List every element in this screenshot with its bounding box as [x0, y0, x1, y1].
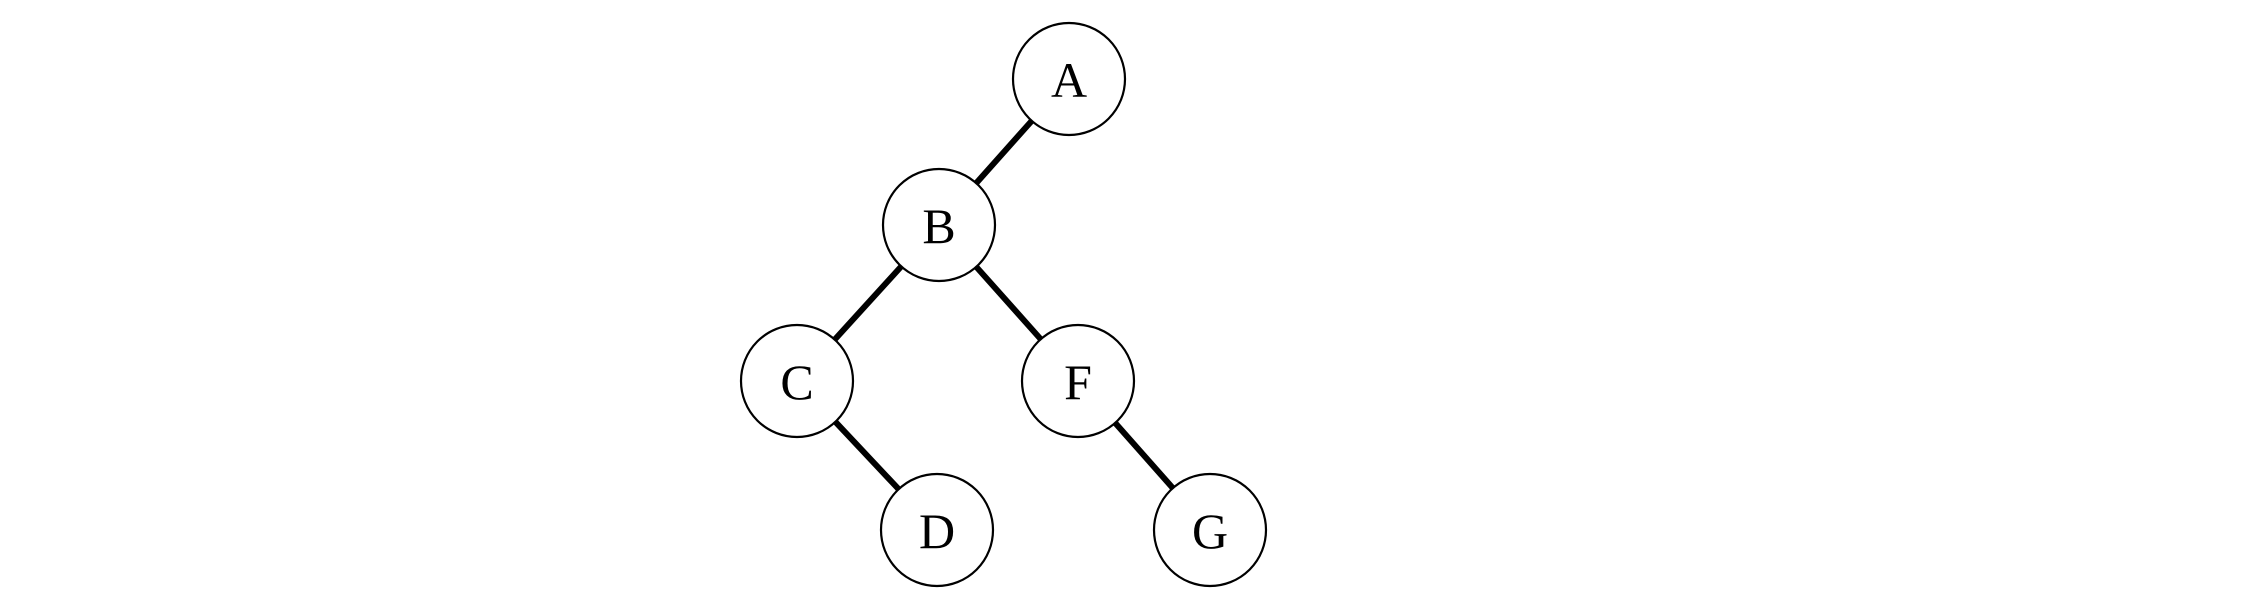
node-label-b: B: [922, 198, 955, 254]
node-label-g: G: [1192, 503, 1228, 559]
tree-node-a[interactable]: A: [1011, 21, 1127, 137]
node-layer: A B C F D G: [739, 21, 1268, 588]
node-circle-f[interactable]: [1020, 323, 1136, 439]
tree-node-f[interactable]: F: [1020, 323, 1136, 439]
node-label-f: F: [1064, 354, 1092, 410]
tree-edge-a-b: [973, 118, 1035, 186]
node-circle-c[interactable]: [739, 323, 855, 439]
node-circle-g[interactable]: [1152, 472, 1268, 588]
node-circle-a[interactable]: [1011, 21, 1127, 137]
tree-node-g[interactable]: G: [1152, 472, 1268, 588]
tree-node-d[interactable]: D: [879, 472, 995, 588]
tree-edge-b-f: [974, 264, 1043, 342]
tree-edge-c-d: [833, 419, 901, 492]
tree-node-c[interactable]: C: [739, 323, 855, 439]
tree-node-b[interactable]: B: [881, 167, 997, 283]
edge-layer: [832, 118, 1176, 492]
node-label-a: A: [1051, 52, 1087, 108]
node-circle-b[interactable]: [881, 167, 997, 283]
tree-edge-f-g: [1112, 420, 1176, 491]
node-circle-d[interactable]: [879, 472, 995, 588]
tree-edge-b-c: [832, 264, 904, 342]
node-label-d: D: [919, 503, 955, 559]
node-label-c: C: [780, 354, 813, 410]
